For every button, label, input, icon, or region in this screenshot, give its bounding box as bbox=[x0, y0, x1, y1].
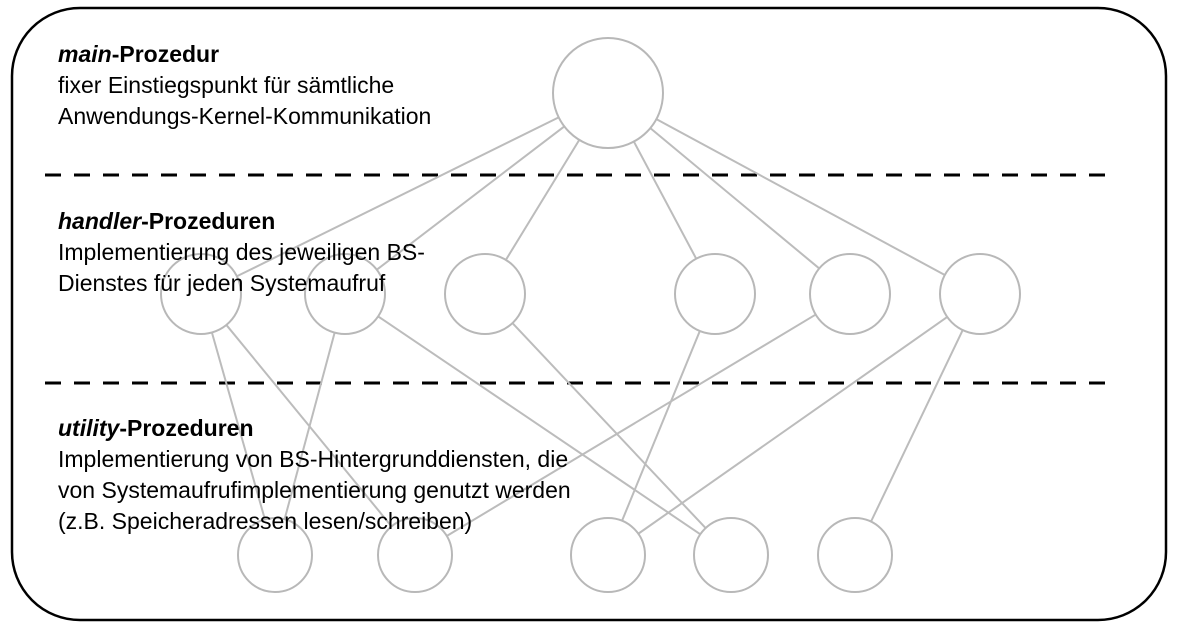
main-layer-heading: main-Prozedur bbox=[58, 39, 431, 70]
handler-node-2 bbox=[304, 253, 386, 335]
utility-layer-description-line: (z.B. Speicheradressen lesen/schreiben) bbox=[58, 508, 473, 534]
edge-main-h1 bbox=[236, 116, 560, 278]
utility-node-2 bbox=[377, 517, 453, 593]
utility-layer-label: utility-Prozeduren Implementierung von B… bbox=[58, 413, 571, 537]
utility-node-1 bbox=[237, 517, 313, 593]
handler-node-1 bbox=[160, 253, 242, 335]
main-procedure-node bbox=[552, 37, 664, 149]
utility-layer-description-line: von Systemaufrufimplementierung genutzt … bbox=[58, 477, 571, 503]
handler-node-5 bbox=[809, 253, 891, 335]
utility-layer-description-line: Implementierung von BS-Hintergrunddienst… bbox=[58, 446, 569, 472]
main-layer-description-line: Anwendungs-Kernel-Kommunikation bbox=[58, 103, 432, 129]
utility-layer-heading-rest: -Prozeduren bbox=[119, 415, 254, 441]
edge-h2-u1 bbox=[283, 332, 336, 520]
utility-layer-heading-italic: utility bbox=[58, 415, 120, 441]
edge-h1-u1 bbox=[210, 332, 266, 520]
edge-h5-u2 bbox=[446, 313, 817, 537]
main-layer-heading-italic: main bbox=[58, 41, 112, 67]
handler-layer-heading-italic: handler bbox=[58, 208, 142, 234]
outer-border bbox=[10, 6, 1168, 622]
edge-h6-u3 bbox=[637, 316, 948, 535]
edge-main-h3 bbox=[505, 139, 581, 261]
edge-h3-u4 bbox=[511, 322, 707, 529]
handler-node-6 bbox=[939, 253, 1021, 335]
edge-h4-u3 bbox=[621, 330, 701, 522]
handler-layer-heading-rest: -Prozeduren bbox=[141, 208, 276, 234]
handler-node-3 bbox=[444, 253, 526, 335]
utility-node-4 bbox=[693, 517, 769, 593]
handler-layer-description-line: Implementierung des jeweiligen BS- bbox=[58, 239, 425, 265]
edge-h6-u5 bbox=[870, 329, 964, 523]
edge-h2-u4 bbox=[377, 315, 701, 536]
main-layer-description-line: fixer Einstiegspunkt für sämtliche bbox=[58, 72, 395, 98]
utility-node-3 bbox=[570, 517, 646, 593]
utility-layer-heading: utility-Prozeduren bbox=[58, 413, 571, 444]
handler-layer-heading: handler-Prozeduren bbox=[58, 206, 425, 237]
handler-layer-label: handler-Prozeduren Implementierung des j… bbox=[58, 206, 425, 299]
main-layer-heading-rest: -Prozedur bbox=[111, 41, 220, 67]
edge-main-h5 bbox=[649, 127, 820, 270]
main-layer-label: main-Prozedur fixer Einstiegspunkt für s… bbox=[58, 39, 431, 132]
utility-node-5 bbox=[817, 517, 893, 593]
edge-main-h4 bbox=[632, 141, 698, 260]
edge-main-h2 bbox=[376, 125, 565, 271]
handler-node-4 bbox=[674, 253, 756, 335]
handler-layer-description-line: Dienstes für jeden Systemaufruf bbox=[58, 270, 386, 296]
edge-main-h6 bbox=[655, 118, 946, 276]
